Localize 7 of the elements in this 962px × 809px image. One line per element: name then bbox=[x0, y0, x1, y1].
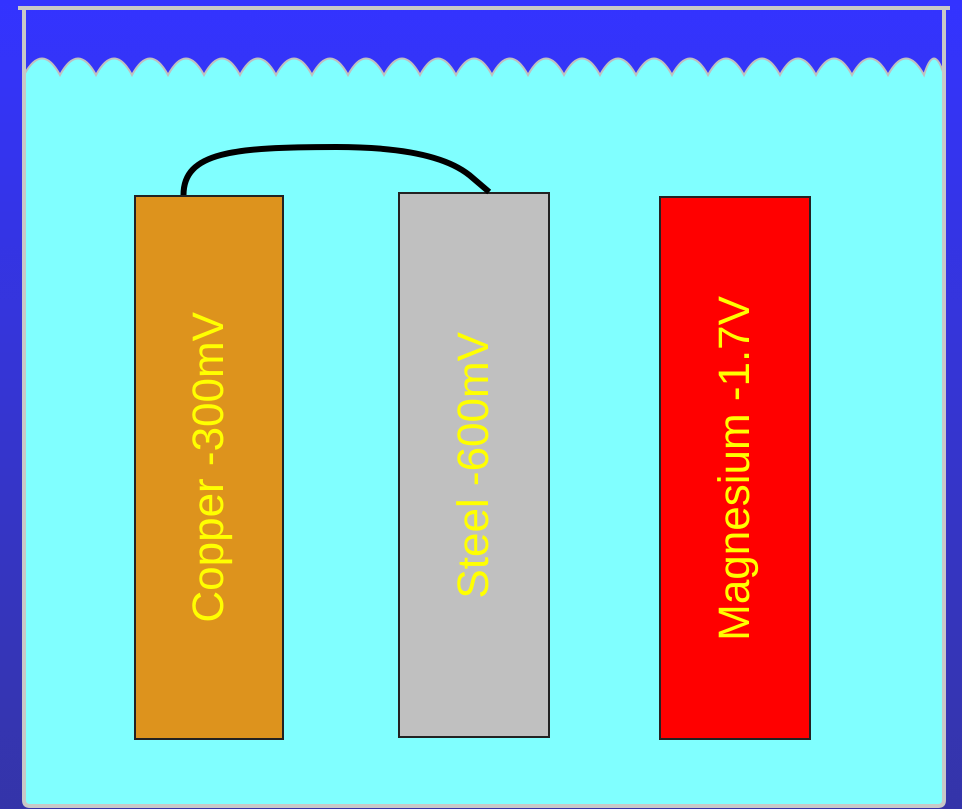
wire bbox=[180, 144, 492, 196]
electrode-label: Steel -600mV bbox=[452, 332, 496, 598]
magnesium-electrode bbox=[659, 196, 811, 740]
copper-electrode bbox=[134, 195, 284, 740]
electrode-label: Magnesium -1.7V bbox=[713, 296, 757, 640]
electrode-label: Copper -300mV bbox=[187, 312, 231, 623]
steel-electrode bbox=[398, 192, 550, 738]
